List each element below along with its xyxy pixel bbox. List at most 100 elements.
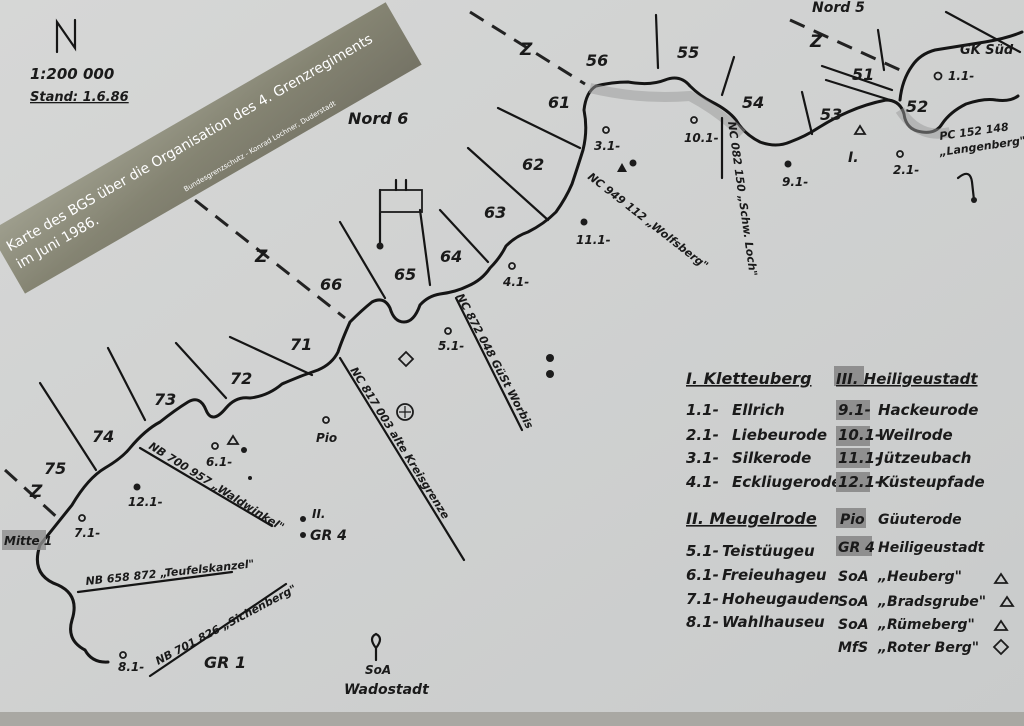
svg-text:Güuterode: Güuterode xyxy=(878,512,962,528)
north-arrow-icon xyxy=(55,18,77,54)
boundary-z-3: Z xyxy=(809,32,823,52)
legend-diamond-icon xyxy=(992,638,1010,656)
company-53: 53 xyxy=(820,105,842,124)
svg-text:3.1-: 3.1- xyxy=(686,449,719,467)
svg-text:9.1-: 9.1- xyxy=(838,401,871,419)
company-71: 71 xyxy=(290,335,312,354)
company-74: 74 xyxy=(92,427,114,446)
company-61: 61 xyxy=(548,93,570,112)
legend-triangle-icon-3 xyxy=(993,619,1009,631)
company-boundaries xyxy=(38,10,1022,472)
post-9-1: 9.1- xyxy=(782,175,808,189)
svg-text:GR 4: GR 4 xyxy=(838,540,875,556)
svg-text:11.1-: 11.1- xyxy=(838,449,881,467)
company-66: 66 xyxy=(320,275,342,294)
post-3-1-dot xyxy=(602,126,610,134)
sector-boundary-nw xyxy=(194,198,346,320)
svg-text:„Rümeberg": „Rümeberg" xyxy=(877,617,975,633)
company-62: 62 xyxy=(522,155,544,174)
svg-text:Pio: Pio xyxy=(840,512,865,528)
stand-label: Stand: 1.6.86 xyxy=(30,90,129,105)
company-73: 73 xyxy=(154,390,176,409)
soa-triangle-icon xyxy=(617,163,627,172)
svg-text:12.1-: 12.1- xyxy=(838,473,881,491)
svg-text:Küsteupfade: Küsteupfade xyxy=(878,473,985,491)
post-1-1: 1.1- xyxy=(948,69,974,83)
post-markers: 1.1- 2.1- 3.1- 4.1- 5.1- 6.1- 7.1- 8.1- … xyxy=(74,69,977,674)
sector-nord5: Nord 5 xyxy=(812,0,865,16)
svg-text:Liebeurode: Liebeurode xyxy=(732,426,827,444)
legend-triangle-icon-1 xyxy=(993,572,1009,584)
post-1-1-dot xyxy=(933,71,943,81)
post-6-1-dot xyxy=(211,442,219,450)
company-51: 51 xyxy=(852,65,874,84)
post-11-1: 11.1- xyxy=(576,233,611,247)
svg-text:Wahlhauseu: Wahlhauseu xyxy=(722,613,825,631)
border-shading-2 xyxy=(895,107,952,139)
company-52: 52 xyxy=(906,97,928,116)
svg-text:2.1-: 2.1- xyxy=(686,426,719,444)
company-number-labels: 51 52 53 54 55 56 61 62 63 64 65 66 71 7… xyxy=(44,43,928,478)
svg-text:SoA: SoA xyxy=(838,569,869,585)
legend-iii-title: III. Heiligeustadt xyxy=(836,370,978,388)
svg-text:7.1-: 7.1- xyxy=(686,590,719,608)
company-72: 72 xyxy=(230,369,252,388)
svg-text:MfS: MfS xyxy=(838,640,868,656)
company-63: 63 xyxy=(484,203,506,222)
mitte1-highlight xyxy=(2,530,46,550)
svg-text:4.1-: 4.1- xyxy=(685,473,719,491)
sector-boundary-ne xyxy=(469,10,586,86)
border-line xyxy=(35,76,1020,664)
post-2-1-dot xyxy=(896,150,904,158)
company-55: 55 xyxy=(677,43,699,62)
post-9-1-dot xyxy=(784,160,792,168)
svg-text:SoA: SoA xyxy=(838,594,869,610)
post-12-1-dot xyxy=(133,483,141,491)
battalion-ii: II. xyxy=(312,507,326,521)
legend-right-items: Pio Güuterode GR 4 Heiligeustadt SoA „He… xyxy=(836,508,986,656)
tree-icon xyxy=(370,632,382,662)
svg-text:Hoheugauden: Hoheugauden xyxy=(722,590,840,608)
flag-icon xyxy=(376,178,423,250)
svg-text:„Roter Berg": „Roter Berg" xyxy=(877,640,979,656)
soa-place: Wadostadt xyxy=(344,682,430,698)
post-10-1: 10.1- xyxy=(684,131,719,145)
border-shading xyxy=(588,83,746,138)
company-56: 56 xyxy=(586,51,608,70)
company-54: 54 xyxy=(742,93,764,112)
table-surface xyxy=(0,712,1024,726)
post-7-1: 7.1- xyxy=(74,526,100,540)
company-75: 75 xyxy=(44,459,66,478)
post-4-1-dot xyxy=(508,262,516,270)
legend-iii-items: 9.1- Hackeurode 10.1- Weilrode 11.1- Jüt… xyxy=(836,400,985,492)
svg-text:1.1-: 1.1- xyxy=(686,401,719,419)
regiment-gr4: GR 4 xyxy=(310,528,347,544)
scale-label: 1:200 000 xyxy=(30,65,114,83)
svg-text:Freieuhageu: Freieuhageu xyxy=(722,566,827,584)
svg-text:Weilrode: Weilrode xyxy=(878,426,953,444)
sector-mitte1: Mitte 1 xyxy=(4,534,52,548)
svg-text:„Bradsgrube": „Bradsgrube" xyxy=(877,594,986,610)
post-5-1-dot xyxy=(444,327,452,335)
boundary-z-2: Z xyxy=(519,40,533,60)
post-12-1: 12.1- xyxy=(128,495,163,509)
legend-i-title: I. Kletteuberg xyxy=(686,369,812,388)
sector-nord6: Nord 6 xyxy=(348,109,408,128)
pio-dot xyxy=(322,416,330,424)
sector-boundary-west xyxy=(3,468,62,522)
company-65: 65 xyxy=(394,265,416,284)
legend-ii-items: 5.1- Teistüugeu 6.1- Freieuhageu 7.1- Ho… xyxy=(686,542,840,631)
boundary-z-1: Z xyxy=(254,247,268,267)
svg-text:Teistüugeu: Teistüugeu xyxy=(722,542,815,560)
legend-i-items: 1.1- Ellrich 2.1- Liebeurode 3.1- Silker… xyxy=(685,401,842,491)
diamond-icon xyxy=(397,350,415,368)
legend-triangle-icon-2 xyxy=(999,595,1015,607)
radar-icon xyxy=(396,403,414,421)
svg-text:„Heuberg": „Heuberg" xyxy=(877,569,962,585)
boundary-z-4: Z xyxy=(29,482,43,502)
post-8-1: 8.1- xyxy=(118,660,144,674)
svg-text:SoA: SoA xyxy=(838,617,869,633)
svg-text:8.1-: 8.1- xyxy=(686,613,719,631)
soa-label: SoA xyxy=(365,663,391,677)
